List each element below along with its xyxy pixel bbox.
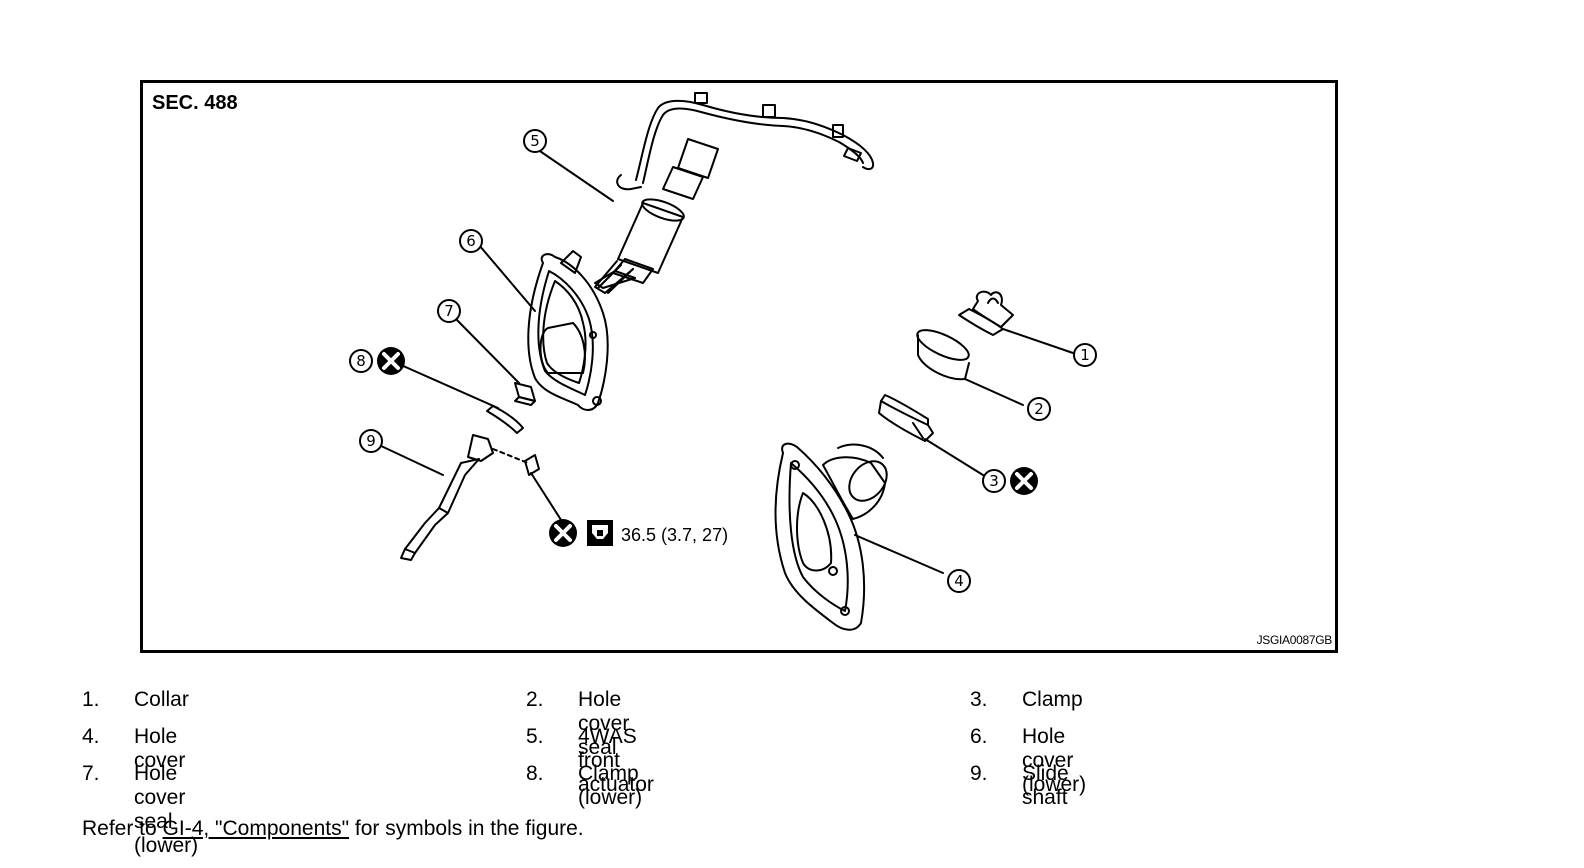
callout-4: 4: [947, 569, 971, 593]
legend-number: 5.: [526, 725, 544, 748]
reference-prefix: Refer to: [82, 817, 163, 840]
svg-text:2: 2: [1034, 400, 1044, 418]
svg-text:3: 3: [989, 472, 999, 490]
collar-part: [958, 290, 1014, 336]
reference-suffix: for symbols in the figure.: [349, 817, 584, 840]
x-circle-icon: [1010, 467, 1038, 495]
callout-5: 5: [523, 129, 547, 153]
legend-label: Slide shaft: [1022, 762, 1069, 809]
callout-9: 9: [359, 429, 383, 453]
callout-2: 2: [1027, 397, 1051, 421]
x-circle-icon: [549, 519, 577, 547]
callout-1: 1: [1073, 343, 1097, 367]
exploded-view-figure: SEC. 488: [140, 80, 1338, 653]
svg-text:5: 5: [530, 132, 540, 150]
reference-link[interactable]: GI-4, "Components": [162, 817, 350, 840]
svg-text:8: 8: [356, 352, 366, 370]
legend-number: 4.: [82, 725, 100, 748]
legend-label: Clamp (lower): [578, 762, 643, 809]
svg-text:9: 9: [366, 432, 376, 450]
legend-label: Hole cover: [134, 725, 186, 772]
torque-spec: 36.5 (3.7, 27): [621, 525, 729, 545]
callout-8: 8: [349, 349, 373, 373]
x-circle-icon: [377, 347, 405, 375]
legend-label: Clamp: [1022, 688, 1083, 711]
svg-text:7: 7: [444, 302, 454, 320]
clamp-lower-part: [486, 405, 524, 434]
clamp-part: [878, 394, 934, 442]
torque-wrench-icon: [587, 520, 613, 546]
legend-number: 9.: [970, 762, 988, 785]
legend-label: Hole cover seal: [578, 688, 630, 759]
actuator-part: [594, 92, 875, 294]
hole-cover-seal-part: [916, 329, 970, 381]
legend-label: 4WAS front actuator: [578, 725, 654, 796]
legend-number: 7.: [82, 762, 100, 785]
legend-label: Hole cover seal (lower): [134, 762, 199, 857]
svg-text:6: 6: [466, 232, 476, 250]
legend-number: 1.: [82, 688, 100, 711]
svg-text:4: 4: [954, 572, 964, 590]
legend-number: 6.: [970, 725, 988, 748]
hole-cover-lower-part: [527, 250, 609, 411]
reference-note: Refer to GI-4, "Components" for symbols …: [82, 817, 584, 841]
legend-number: 8.: [526, 762, 544, 785]
legend-number: 2.: [526, 688, 544, 711]
callout-3: 3: [982, 469, 1006, 493]
hole-cover-part: [774, 442, 888, 631]
svg-text:1: 1: [1080, 346, 1090, 364]
callout-6: 6: [459, 229, 483, 253]
section-label: SEC. 488: [152, 92, 238, 114]
legend-label: Collar: [134, 688, 189, 711]
slide-shaft-part: [400, 434, 540, 561]
parts-drawing: 5 6 7 8 9 1 2: [349, 92, 1097, 631]
legend-label: Hole cover (lower): [1022, 725, 1087, 796]
figure-id: JSGIA0087GB: [1256, 633, 1333, 647]
callout-7: 7: [437, 299, 461, 323]
legend-number: 3.: [970, 688, 988, 711]
